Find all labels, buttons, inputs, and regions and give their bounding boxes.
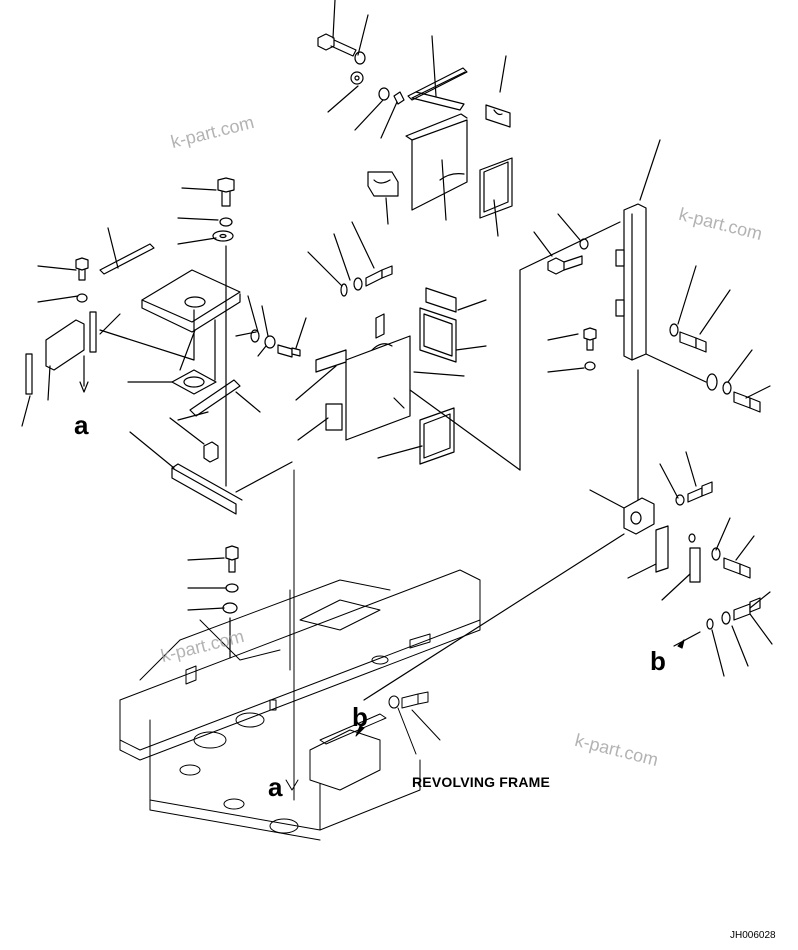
bracket-top [411,91,465,111]
clip-left [45,319,85,371]
revolving-frame-label: REVOLVING FRAME [412,774,551,790]
pin-left-2 [25,353,33,395]
small-bracket-left [203,441,219,463]
side-piece-center [315,349,347,373]
bottom-left-bolts [187,545,239,659]
tray-left [141,269,241,323]
ref-b-bottom: b [352,702,368,732]
bolt-top-1 [317,33,357,57]
washer-top-1 [354,51,366,65]
strip-right [655,525,669,573]
pad-center-left [325,403,343,431]
revolving-frame [119,469,481,841]
washer-top-2 [350,71,364,85]
washer-left-3 [76,293,88,303]
bolt-left-2 [75,257,89,271]
washer-left-1 [219,217,233,227]
top-center-assembly [317,0,513,237]
rubber-left [189,379,241,417]
angle-left [171,467,237,515]
clip-center [425,287,457,313]
ring-plate-left [171,369,217,395]
bolt-left-1 [217,177,235,193]
pin-center [340,283,348,297]
rod-top [407,67,468,101]
lower-bracket-right [623,497,655,535]
center-assembly [295,221,621,471]
pad-center-2 [419,407,455,465]
plate-center [345,335,411,441]
ref-b-right: b [650,646,666,676]
nut-top [393,91,405,105]
washer-left-2 [212,230,234,242]
rod-left [99,243,155,275]
top-left-assembly [21,177,307,515]
right-assembly [363,139,773,701]
pad-top [479,157,513,219]
drawing-code: JH006028 [730,930,776,941]
pin-left-1 [89,311,97,353]
block-top [367,171,399,197]
ref-a-bottom: a [268,772,283,802]
plate-top [411,119,468,211]
ref-a-top: a [74,410,89,440]
washer-top-3 [378,87,390,101]
long-bracket-right [623,203,647,361]
clip-top [485,104,511,128]
washer-left-4 [250,329,260,343]
pad-center-1 [419,307,457,363]
